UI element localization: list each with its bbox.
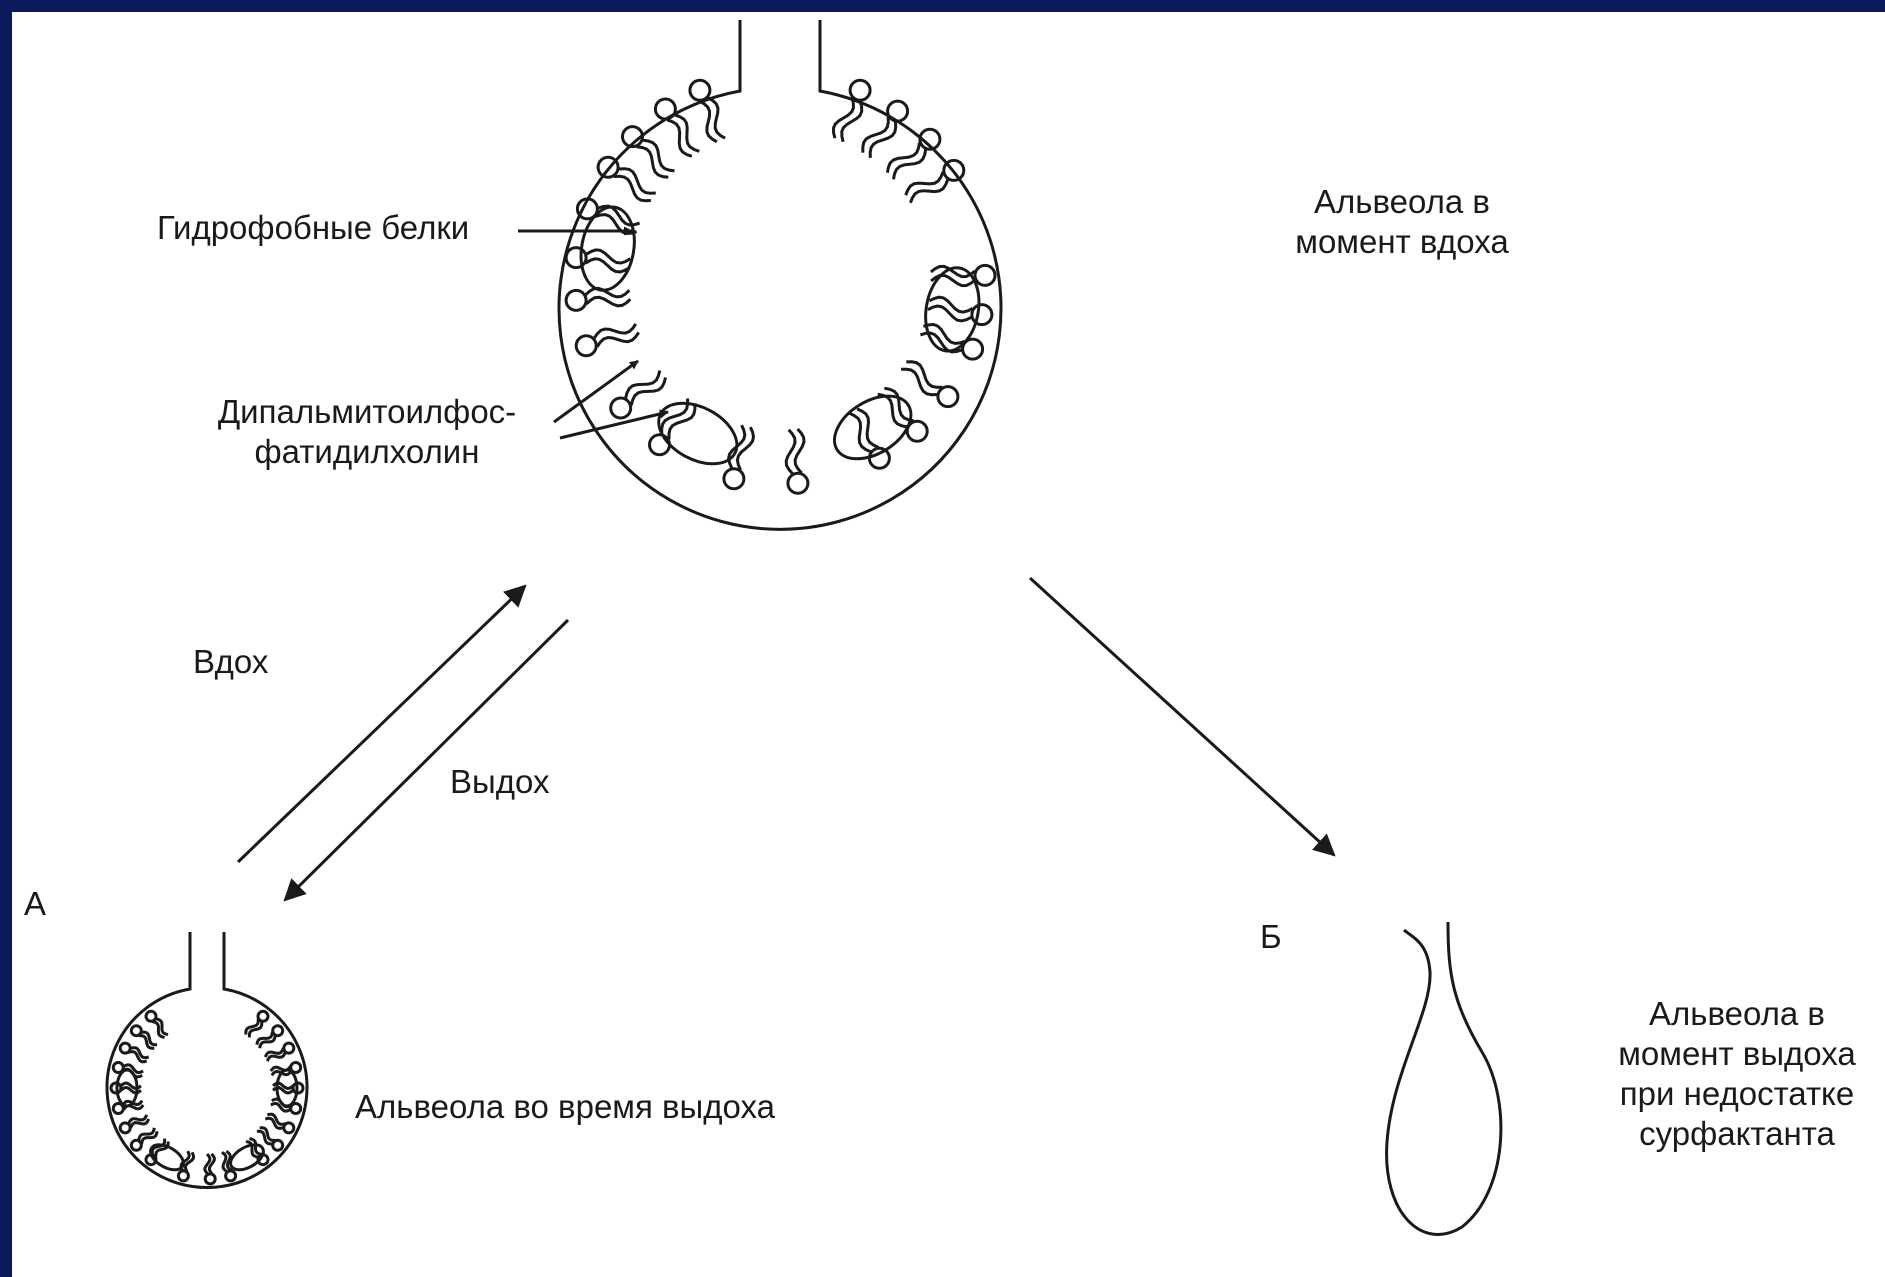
lipid-tail <box>842 101 862 142</box>
surfactant-molecule <box>887 129 940 179</box>
lipid-head <box>131 1140 141 1150</box>
lipid-head <box>650 435 670 455</box>
lipid-head <box>120 1123 130 1133</box>
alveola-collapsed-wall <box>1387 922 1501 1234</box>
lipid-tail <box>597 332 639 346</box>
lipid-head <box>888 101 908 121</box>
lipid-head <box>273 1026 283 1036</box>
hydrophobic-protein <box>649 391 748 476</box>
surfactant-molecule <box>906 160 964 202</box>
lipid-tail <box>870 122 896 158</box>
surfactant-molecule <box>265 1043 294 1061</box>
arrows <box>238 231 1334 900</box>
surfactant-molecule <box>120 1043 149 1062</box>
label-panel-b: Б <box>1260 917 1282 957</box>
surfactant-molecule <box>576 324 639 356</box>
lipid-head <box>975 265 995 285</box>
label-alveola-inhale-line1: Альвеола в <box>1262 182 1542 222</box>
label-surfactant-deficit: Альвеола в момент выдоха при недостатке … <box>1592 994 1882 1154</box>
lipid-head <box>655 99 675 119</box>
lipid-head <box>869 448 889 468</box>
surfactant-molecule <box>205 1154 215 1184</box>
label-panel-a: А <box>24 884 46 924</box>
alveola-inhale-diagram <box>559 20 1001 529</box>
surfactant-molecule <box>690 80 725 142</box>
lipid-head <box>205 1174 215 1184</box>
surfactant-molecule <box>834 80 871 142</box>
lipid-tail <box>619 169 656 194</box>
lipid-tail <box>786 430 795 474</box>
lipid-tail <box>222 1152 227 1171</box>
lipid-tail <box>906 362 942 388</box>
surfactant-molecule <box>246 1011 268 1037</box>
surfactant-molecule <box>724 425 754 489</box>
arrow-exhale <box>285 620 568 900</box>
lipid-tail <box>894 149 926 179</box>
lipid-tail <box>901 369 937 395</box>
alveola-collapsed-diagram <box>1387 922 1501 1234</box>
lipid-tail <box>587 297 631 306</box>
lipid-head <box>690 80 710 100</box>
lipid-head <box>146 1011 156 1021</box>
lipid-tail <box>594 324 636 338</box>
label-deficit-line3: при недостатке <box>1592 1074 1882 1114</box>
label-alveola-exhale: Альвеола во время выдоха <box>355 1087 775 1127</box>
label-deficit-line1: Альвеола в <box>1592 994 1882 1034</box>
surfactant-molecule <box>566 248 630 272</box>
lipid-tail <box>626 371 660 399</box>
surfactant-molecule <box>598 157 656 201</box>
lipid-tail <box>887 143 919 173</box>
label-dppc-line2: фатидилхолин <box>202 432 532 472</box>
lipid-tail <box>637 147 669 178</box>
lipid-head <box>850 80 870 100</box>
label-deficit-line4: сурфактанта <box>1592 1114 1882 1154</box>
surfactant-molecule <box>655 99 699 156</box>
lipid-head <box>226 1171 236 1181</box>
arrow-inhale <box>238 586 525 862</box>
surfactant-molecule <box>863 101 908 158</box>
lipid-head <box>178 1171 188 1181</box>
lipid-tail <box>631 378 665 406</box>
label-dppc: Дипальмитоилфос- фатидилхолин <box>202 392 532 472</box>
surfactant-molecule <box>786 429 808 493</box>
label-alveola-inhale: Альвеола в момент вдоха <box>1262 182 1542 262</box>
label-dppc-line1: Дипальмитоилфос- <box>202 392 532 432</box>
surfactant-molecule <box>901 362 958 407</box>
surfactant-molecule <box>928 297 992 324</box>
lipid-tail <box>246 1019 258 1035</box>
label-deficit-line2: момент выдоха <box>1592 1034 1882 1074</box>
surfactant-molecule <box>566 288 630 310</box>
surfactant-molecule <box>120 1115 149 1133</box>
lipid-head <box>938 387 958 407</box>
lipid-head <box>724 469 744 489</box>
surfactant-molecule <box>131 1026 157 1049</box>
surfactant-layer-exhale <box>111 1011 303 1184</box>
label-exhale: Выдох <box>450 762 549 802</box>
lipid-tail <box>614 176 651 201</box>
lipid-tail <box>586 259 630 272</box>
lipid-tail <box>930 297 973 312</box>
slide: Гидрофобные белки Дипальмитоилфос- фатид… <box>12 12 1885 1277</box>
lipid-head <box>788 473 808 493</box>
lipid-head <box>284 1043 294 1053</box>
lipid-tail <box>863 117 889 153</box>
lipid-tail <box>795 429 804 473</box>
lipid-tail <box>587 250 631 263</box>
lipid-head <box>576 336 596 356</box>
lipid-head <box>611 398 631 418</box>
lipid-tail <box>669 404 695 440</box>
label-hydrophobic-proteins: Гидрофобные белки <box>157 208 469 248</box>
hydrophobic-protein <box>823 383 922 472</box>
label-inhale: Вдох <box>193 642 268 682</box>
alveola-exhale-diagram <box>107 932 307 1188</box>
surfactant-layer-inhale <box>566 80 995 493</box>
lipid-tail <box>643 140 675 171</box>
label-alveola-inhale-line2: момент вдоха <box>1262 222 1542 262</box>
lipid-tail <box>834 98 854 139</box>
surfactant-molecule <box>265 1114 294 1133</box>
surfactant-molecule <box>611 371 666 419</box>
lipid-head <box>566 290 586 310</box>
lipid-tail <box>928 306 971 321</box>
arrow-deficit <box>1030 578 1334 855</box>
